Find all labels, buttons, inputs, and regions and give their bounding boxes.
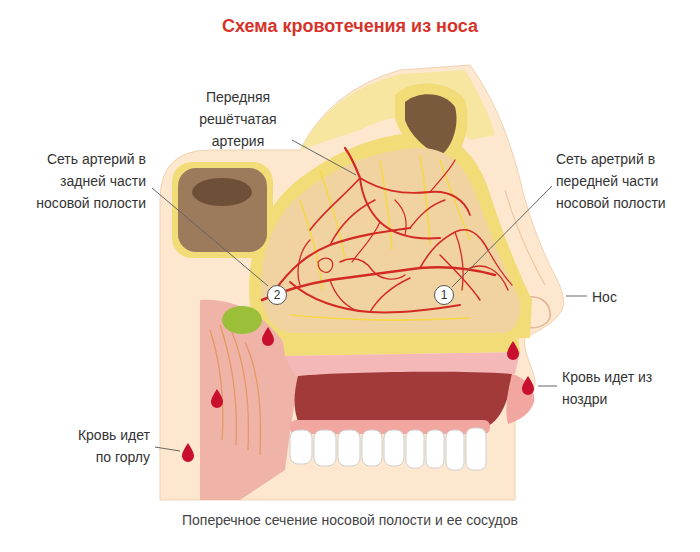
teeth <box>290 428 486 470</box>
cavity-bone <box>249 132 532 340</box>
tooth <box>314 430 336 466</box>
arteries <box>262 148 512 313</box>
artery <box>488 250 512 285</box>
leader-line <box>566 296 587 297</box>
blood-drop <box>507 341 519 360</box>
oral-cavity <box>295 372 513 426</box>
callout-text: 1 <box>441 289 448 301</box>
nerves <box>290 155 470 320</box>
callout-number: 1 <box>434 285 454 305</box>
sinus-shadow <box>192 178 252 206</box>
blood-drop <box>182 443 194 462</box>
tooth <box>338 430 360 466</box>
palate-and-mouth <box>282 336 534 470</box>
blood-drop <box>522 376 534 395</box>
adenoid <box>222 306 262 334</box>
leader-lines <box>152 140 587 451</box>
artery <box>395 200 406 235</box>
nerve <box>300 200 322 290</box>
cavity-mucosa <box>261 148 520 333</box>
tooth <box>466 428 486 470</box>
callout-text: 2 <box>274 289 281 301</box>
sinus-cavity <box>178 168 267 252</box>
artery <box>310 178 360 230</box>
tooth <box>406 430 424 468</box>
tooth <box>426 430 444 468</box>
blood-drop <box>211 389 223 408</box>
leader-line <box>538 386 557 387</box>
part-label: Кровь идет по горлу <box>76 424 150 468</box>
artery <box>275 228 410 290</box>
leader-line <box>155 447 180 451</box>
tooth <box>384 430 404 466</box>
artery <box>410 200 445 228</box>
upper-lip <box>506 374 534 424</box>
part-label: Сеть артерий в задней части носовой поло… <box>26 148 146 214</box>
diagram-title: Схема кровотечения из носа <box>0 16 700 37</box>
artery <box>340 259 405 279</box>
leader-line <box>452 186 552 287</box>
head-skin <box>160 65 564 500</box>
part-label: Передняя решётчатая артерия <box>182 86 294 152</box>
artery <box>298 240 310 285</box>
nerve <box>290 315 470 320</box>
nasal-cavity <box>261 148 520 333</box>
artery <box>370 278 410 312</box>
diagram-caption: Поперечное сечение носовой полости и ее … <box>0 512 700 528</box>
artery <box>290 282 460 313</box>
artery <box>262 267 495 300</box>
artery <box>360 178 470 215</box>
blood-drop <box>262 327 274 346</box>
artery <box>430 160 455 192</box>
frontal-sinus <box>405 94 457 156</box>
bone-around-cavity <box>249 84 532 340</box>
blood-drops <box>182 327 534 462</box>
pharynx-muscle <box>210 325 260 455</box>
tooth <box>290 430 312 464</box>
artery <box>455 232 463 290</box>
artery <box>440 255 480 300</box>
tooth <box>362 430 382 466</box>
nerve <box>420 155 430 245</box>
artery <box>318 258 333 272</box>
part-label: Нос <box>592 286 652 308</box>
tooth <box>446 430 464 470</box>
head <box>160 65 564 500</box>
leader-line <box>152 188 268 286</box>
part-label: Кровь идет из ноздри <box>562 366 654 410</box>
sphenoid-sinus <box>172 162 273 258</box>
nerve <box>380 160 392 250</box>
artery <box>330 280 355 310</box>
artery <box>352 222 380 262</box>
callout-number: 2 <box>267 285 287 305</box>
artery <box>470 266 508 290</box>
part-label: Сеть аретрий в передней части носовой по… <box>556 148 692 214</box>
artery <box>420 230 488 268</box>
leader-line <box>292 140 356 175</box>
sinus-wall <box>172 162 273 258</box>
